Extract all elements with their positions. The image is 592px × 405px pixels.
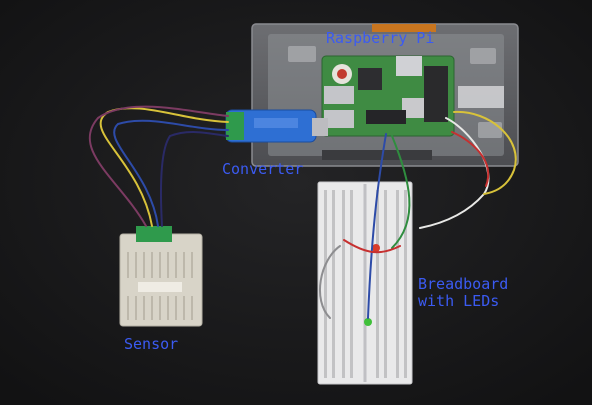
red-led [372, 244, 380, 252]
breadboard [317, 181, 413, 385]
sensor-label: Sensor [124, 335, 179, 353]
converter-label: Converter [222, 160, 304, 178]
green-led [364, 318, 372, 326]
usb-converter [225, 109, 328, 143]
raspberry-pi-board [321, 55, 455, 137]
raspberry-pi-label: Raspberry Pi [326, 29, 435, 47]
breadboard-label: Breadboard with LEDs [418, 275, 509, 310]
wires [88, 105, 517, 319]
sensor-module [119, 226, 203, 327]
